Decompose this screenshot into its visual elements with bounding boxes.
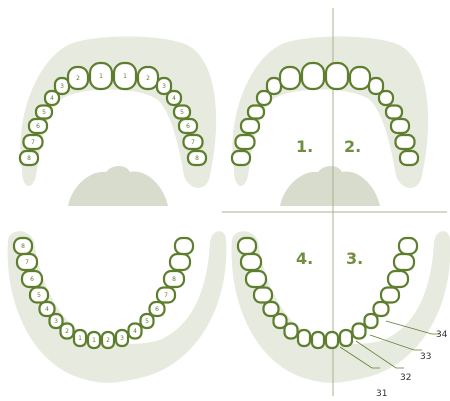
callout-32: 32 — [400, 373, 411, 383]
callout-34: 34 — [436, 330, 448, 340]
left-lower-tooth-number: 8 — [21, 243, 25, 250]
right-lower-tooth — [312, 332, 324, 348]
left-lower-tooth-number: 4 — [45, 306, 49, 313]
left-lower-tooth-number: 1 — [92, 337, 96, 344]
left-upper-tooth-number: 7 — [31, 139, 35, 146]
left-lower-tooth-number: 2 — [65, 328, 69, 335]
callout-33: 33 — [420, 352, 431, 362]
right-upper-tooth — [391, 119, 409, 133]
right-lower-tooth — [381, 288, 399, 303]
left-upper-tooth-number: 5 — [180, 109, 184, 116]
left-lower-tooth-number: 3 — [120, 335, 124, 342]
left-lower-tooth-number: 5 — [145, 318, 149, 325]
right-upper-tooth — [241, 119, 259, 133]
quadrant-1-label: 1. — [296, 137, 313, 156]
left-upper-tooth-number: 3 — [162, 83, 166, 90]
left-upper-tooth-number: 8 — [27, 155, 31, 162]
right-lower-tooth — [285, 324, 298, 339]
left-lower-tooth-number: 6 — [30, 276, 34, 283]
left-lower-tooth-number: 7 — [25, 259, 29, 266]
right-lower-tooth — [326, 332, 338, 348]
left-lower-tooth-number: 5 — [37, 292, 41, 299]
left-lower-tooth-number: 8 — [172, 276, 176, 283]
right-lower-tooth — [399, 238, 417, 254]
right-lower-tooth — [298, 330, 310, 346]
right-lower-tooth — [246, 271, 266, 287]
right-upper-tooth — [248, 106, 264, 119]
right-lower-tooth — [241, 254, 261, 270]
left-upper-tooth-number: 6 — [36, 123, 40, 130]
left-upper-tooth-number: 2 — [146, 75, 150, 82]
right-upper-tooth — [350, 67, 370, 89]
left-upper-tooth-number: 7 — [191, 139, 195, 146]
right-upper-tooth — [267, 78, 281, 94]
quadrant-3-label: 3. — [346, 249, 363, 268]
right-lower-tooth — [365, 314, 378, 328]
right-lower-tooth — [254, 288, 272, 303]
left-lower-tooth — [170, 254, 190, 270]
left-upper-tooth-number: 1 — [99, 73, 103, 80]
right-upper-tooth — [379, 91, 393, 105]
left-upper-tooth-number: 1 — [123, 73, 127, 80]
left-lower-tooth-number: 1 — [78, 335, 82, 342]
left-upper-tooth-number: 2 — [76, 75, 80, 82]
left-lower-tooth-number: 2 — [106, 337, 110, 344]
left-lower-tooth-number: 3 — [54, 318, 58, 325]
left-lower-tooth — [175, 238, 193, 254]
right-lower-tooth — [388, 271, 408, 287]
right-lower-tooth — [394, 254, 414, 270]
right-lower-tooth — [238, 238, 256, 254]
left-upper-tooth-number: 4 — [50, 95, 54, 102]
right-upper-tooth — [400, 151, 418, 165]
right-upper-tooth — [236, 135, 255, 149]
right-upper-tooth — [396, 135, 415, 149]
left-lower-tooth-number: 6 — [155, 306, 159, 313]
right-lower-tooth — [374, 302, 389, 316]
left-upper-tooth-number: 5 — [42, 109, 46, 116]
right-upper-tooth — [302, 63, 324, 89]
left-upper-tooth-number: 3 — [60, 83, 64, 90]
quadrant-2-label: 2. — [344, 137, 361, 156]
quadrant-4-label: 4. — [296, 249, 313, 268]
left-upper-tooth-number: 8 — [195, 155, 199, 162]
right-lower-tooth — [353, 324, 366, 339]
right-upper-tooth — [326, 63, 348, 89]
callout-31: 31 — [376, 389, 387, 399]
left-upper-tooth-number: 4 — [172, 95, 176, 102]
right-lower-tooth — [340, 330, 352, 346]
right-upper-tooth — [232, 151, 250, 165]
right-upper-tooth — [386, 106, 402, 119]
left-lower-tooth-number: 4 — [133, 328, 137, 335]
right-palate — [280, 166, 380, 206]
left-palate — [68, 166, 168, 206]
right-upper-tooth — [280, 67, 300, 89]
left-lower-tooth-number: 7 — [164, 292, 168, 299]
left-upper-tooth-number: 6 — [186, 123, 190, 130]
